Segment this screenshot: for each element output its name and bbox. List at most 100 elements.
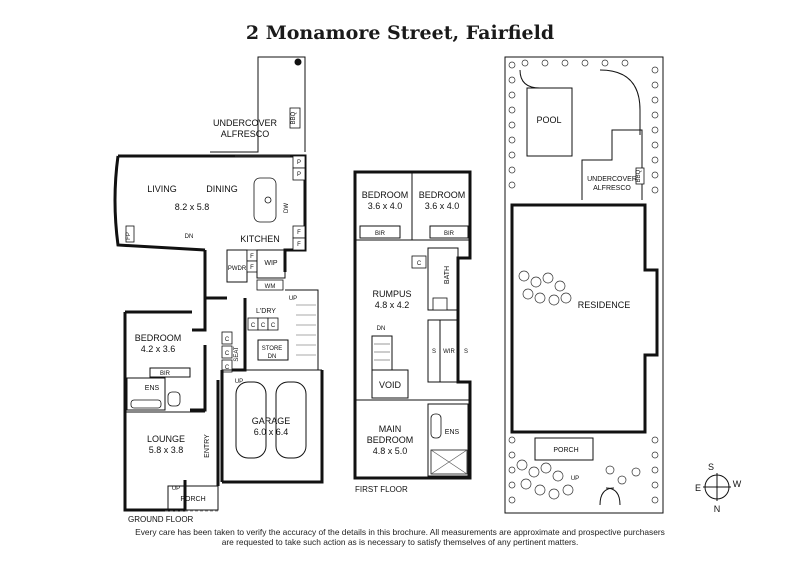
- alfresco-label-1: UNDERCOVER: [213, 118, 278, 128]
- residence-label: RESIDENCE: [578, 300, 631, 310]
- front-gate: [599, 487, 621, 506]
- entry-c3: [221, 359, 233, 373]
- site-bbq: [635, 167, 645, 185]
- site-plan: POOL UNDERCOVER ALFRESCO BBQ RESIDENCE P…: [504, 56, 664, 514]
- compass-s: S: [708, 462, 714, 472]
- living-dn-label: DN: [185, 234, 194, 240]
- front-garden: [516, 459, 641, 500]
- ground-floor-label: GROUND FLOOR: [128, 515, 194, 524]
- fridge-2: [292, 237, 306, 251]
- site-porch: [534, 437, 594, 461]
- disclaimer: Every care has been taken to verify the …: [120, 527, 680, 547]
- entry-label: ENTRY: [204, 434, 211, 458]
- stair-outline: [285, 289, 319, 370]
- store-dn-label: DN: [268, 354, 277, 360]
- wm-label: WM: [265, 284, 276, 290]
- ens-toilet: [167, 391, 181, 407]
- wir-room: [439, 319, 459, 383]
- disclaimer-line-2: are requested to take such action as is …: [221, 537, 579, 547]
- site-up-label: UP: [571, 476, 579, 482]
- ldry-c3: [267, 317, 279, 331]
- entry-c1: [221, 331, 233, 345]
- disclaimer-line-1: Every care has been taken to verify the …: [135, 527, 665, 537]
- site-boundary: [504, 56, 664, 514]
- rumpus-dims: 4.8 x 4.2: [375, 300, 410, 310]
- west-rooms-envelope: [123, 310, 192, 512]
- living-envelope: [118, 154, 307, 272]
- ens-vanity: [130, 399, 162, 409]
- linen-c: [411, 255, 427, 269]
- car-2: [275, 381, 307, 459]
- void-label: VOID: [379, 380, 402, 390]
- porch-label: PORCH: [180, 496, 205, 503]
- store-room: [257, 339, 289, 361]
- entry-c2-label: C: [225, 351, 230, 357]
- island-sink: [264, 196, 272, 204]
- ens-room: [126, 377, 166, 411]
- site-alfresco-label-2: ALFRESCO: [593, 185, 631, 192]
- seat-label: SEAT: [234, 346, 240, 362]
- wir-s1-label: S: [432, 349, 436, 355]
- entry-up-label: UP: [235, 379, 243, 385]
- fridge-1-label: F: [297, 230, 301, 236]
- rumpus-label: RUMPUS: [372, 289, 411, 299]
- bbq-label: BBQ: [291, 111, 297, 124]
- bedroom1-label: BEDROOM: [362, 190, 409, 200]
- downpipe-marker: [294, 58, 302, 66]
- bir-2: [429, 225, 469, 239]
- first-floor-plan: BEDROOM 3.6 x 4.0 BEDROOM 3.6 x 4.0 BIR …: [353, 170, 472, 494]
- wm-unit: [256, 279, 284, 291]
- bath-vanity: [432, 297, 448, 311]
- main-ens-label: ENS: [445, 429, 460, 436]
- boundary-hedge: [508, 59, 659, 504]
- ground-floor-plan: BBQ UNDERCOVER ALFRESCO FP LIVING DINING…: [113, 56, 324, 524]
- lounge-label: LOUNGE: [147, 434, 185, 444]
- bedroom-label: BEDROOM: [135, 333, 182, 343]
- bedroom1-dims: 3.6 x 4.0: [368, 201, 403, 211]
- garage-envelope: [220, 370, 324, 484]
- fireplace: [125, 225, 135, 243]
- ens-label: ENS: [145, 385, 160, 392]
- wip-f1-label: F: [250, 254, 254, 260]
- garden-paths: [519, 69, 641, 135]
- bir-2-label: BIR: [444, 231, 455, 237]
- bbq-unit: [289, 107, 301, 129]
- main-bedroom-label-2: BEDROOM: [367, 435, 414, 445]
- first-stair-treads: [374, 343, 390, 361]
- site-bbq-label: BBQ: [636, 169, 642, 182]
- bir-1-label: BIR: [375, 231, 386, 237]
- void-stair: [371, 335, 393, 371]
- entry-c1-label: C: [225, 337, 230, 343]
- bir-1: [359, 225, 401, 239]
- compass-n: N: [714, 504, 721, 514]
- compass-w: W: [733, 479, 742, 489]
- living-curve-wall: [113, 155, 206, 252]
- porch-up-label: UP: [172, 486, 180, 492]
- pool-label: POOL: [536, 115, 561, 125]
- west-wall-mid: [203, 250, 227, 300]
- bedroom2-label: BEDROOM: [419, 190, 466, 200]
- porch-room: [167, 485, 219, 511]
- page-title: 2 Monamore Street, Fairfield: [245, 22, 555, 44]
- shower-cross: [430, 449, 468, 475]
- pool: [526, 87, 573, 157]
- residence-footprint: [510, 203, 659, 434]
- void-area: [371, 369, 409, 399]
- entry-c2: [221, 345, 233, 359]
- site-alfresco-outline: [581, 129, 643, 200]
- garage-label: GARAGE: [252, 416, 291, 426]
- wir-s2-label: S: [464, 349, 468, 355]
- ldry-c3-label: C: [271, 323, 276, 329]
- ldry-c1-label: C: [251, 323, 256, 329]
- first-floor-label: FIRST FLOOR: [355, 485, 408, 494]
- linen-c-label: C: [417, 261, 422, 267]
- ldry-c2-label: C: [261, 323, 266, 329]
- alfresco-label-2: ALFRESCO: [221, 129, 270, 139]
- compass-e: E: [695, 483, 701, 493]
- main-bedroom-dims: 4.8 x 5.0: [373, 446, 408, 456]
- main-bedroom-label-1: MAIN: [379, 424, 402, 434]
- main-ens-bath: [430, 413, 442, 439]
- store-label: STORE: [262, 346, 283, 352]
- wip-room: [256, 249, 286, 279]
- pantry-2: [292, 167, 306, 181]
